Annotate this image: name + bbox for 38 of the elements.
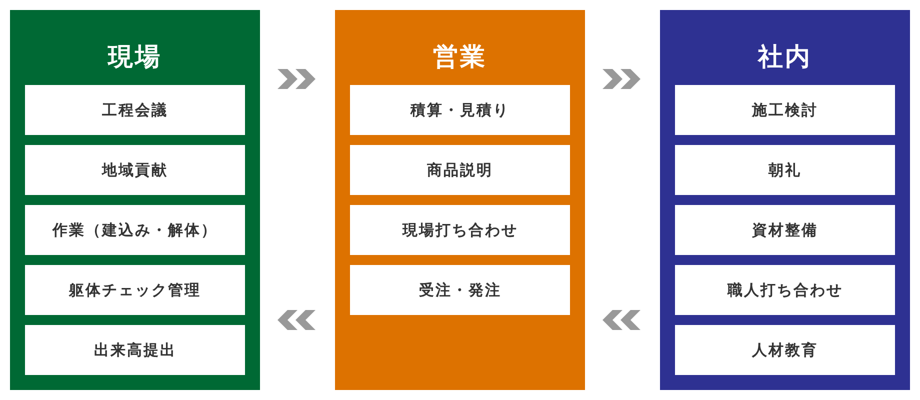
panel-heading: 現場 bbox=[106, 41, 163, 73]
task-text: 人材教育 bbox=[752, 340, 818, 360]
task-box bbox=[350, 145, 570, 195]
double-chevron-arrow bbox=[602, 69, 640, 89]
task-text: 出来高提出 bbox=[94, 340, 176, 360]
column-panel bbox=[660, 10, 910, 390]
task-text: 受注・発注 bbox=[418, 280, 502, 300]
task-text: 朝礼 bbox=[768, 160, 802, 180]
panel-heading: 営業 bbox=[432, 41, 488, 73]
task-box bbox=[675, 325, 895, 375]
task-box bbox=[675, 265, 895, 315]
task-box bbox=[675, 145, 895, 195]
double-chevron-arrow bbox=[602, 310, 640, 330]
task-box bbox=[350, 205, 570, 255]
task-text: 職人打ち合わせ bbox=[727, 280, 843, 300]
task-text: 資材整備 bbox=[752, 220, 818, 240]
column-panel bbox=[10, 10, 260, 390]
task-text: 商品説明 bbox=[427, 160, 493, 180]
task-box bbox=[25, 205, 245, 255]
task-text: 工程会議 bbox=[102, 100, 168, 120]
task-box bbox=[25, 325, 245, 375]
task-text: 地域貢献 bbox=[102, 160, 168, 180]
task-text: 施工検討 bbox=[752, 100, 818, 120]
task-box bbox=[25, 145, 245, 195]
panel-heading: 社内 bbox=[756, 41, 813, 73]
task-box bbox=[675, 85, 895, 135]
task-text: 躯体チェック管理 bbox=[69, 280, 201, 300]
task-text: 現場打ち合わせ bbox=[402, 220, 518, 240]
task-box bbox=[25, 265, 245, 315]
task-box bbox=[25, 85, 245, 135]
double-chevron-arrow bbox=[278, 69, 316, 89]
task-text: 積算・見積り bbox=[410, 100, 510, 120]
task-box bbox=[350, 85, 570, 135]
double-chevron-arrow bbox=[278, 310, 316, 330]
task-box bbox=[350, 265, 570, 315]
task-box bbox=[675, 205, 895, 255]
task-text: 作業（建込み・解体） bbox=[52, 220, 218, 240]
column-panel bbox=[335, 10, 585, 390]
